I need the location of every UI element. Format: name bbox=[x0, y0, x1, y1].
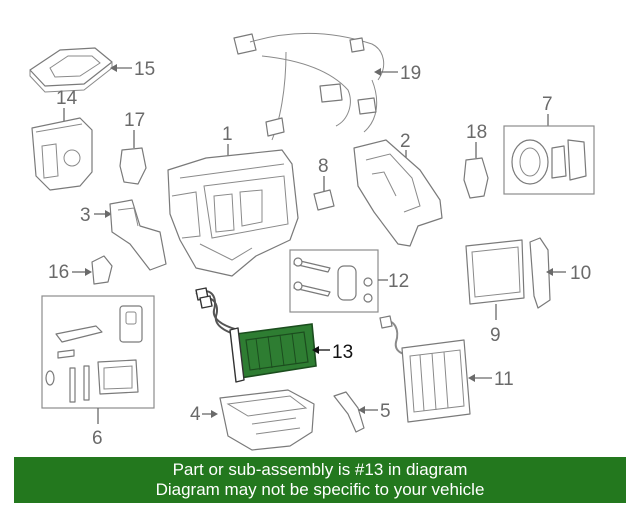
part-8-sensor[interactable] bbox=[313, 189, 335, 211]
part-16-clip[interactable] bbox=[91, 255, 113, 285]
part-6-kit-contents bbox=[45, 305, 143, 403]
callout-9: 9 bbox=[490, 325, 501, 346]
callout-5: 5 bbox=[380, 401, 391, 422]
part-2-housing-half[interactable] bbox=[353, 139, 443, 247]
part-14-housing[interactable] bbox=[31, 117, 93, 191]
callout-14: 14 bbox=[56, 88, 78, 109]
part-1-hvac-housing[interactable] bbox=[167, 149, 299, 277]
callout-8: 8 bbox=[318, 156, 329, 177]
part-7-blower-motor[interactable] bbox=[511, 139, 587, 185]
part-19-wiring-harness[interactable] bbox=[233, 32, 385, 141]
callout-6: 6 bbox=[92, 428, 103, 449]
part-18-filter[interactable] bbox=[463, 157, 489, 199]
callout-7: 7 bbox=[542, 94, 553, 115]
callout-10: 10 bbox=[570, 263, 591, 284]
callout-15: 15 bbox=[134, 59, 155, 80]
part-10-filter-cover[interactable] bbox=[529, 237, 551, 309]
info-banner: Part or sub-assembly is #13 in diagram D… bbox=[14, 457, 626, 503]
part-11-evaporator[interactable] bbox=[379, 315, 471, 423]
banner-line-2: Diagram may not be specific to your vehi… bbox=[155, 480, 485, 499]
callout-3: 3 bbox=[80, 205, 91, 226]
part-12-hardware bbox=[293, 257, 373, 303]
callout-11: 11 bbox=[494, 369, 514, 390]
part-4-lower-housing[interactable] bbox=[219, 389, 315, 451]
part-12-box[interactable] bbox=[289, 249, 379, 313]
callout-4: 4 bbox=[190, 404, 201, 425]
callout-17: 17 bbox=[124, 110, 145, 131]
callout-12: 12 bbox=[388, 271, 409, 292]
part-9-cabin-filter[interactable] bbox=[465, 239, 525, 305]
callout-13: 13 bbox=[332, 342, 353, 363]
banner-line-1: Part or sub-assembly is #13 in diagram bbox=[172, 460, 468, 479]
part-13-heater-core[interactable] bbox=[195, 287, 317, 383]
callout-16: 16 bbox=[48, 262, 69, 283]
callout-2: 2 bbox=[400, 131, 411, 152]
part-5-drain-hose[interactable] bbox=[333, 391, 365, 433]
part-7-box bbox=[503, 125, 595, 195]
callout-18: 18 bbox=[466, 122, 487, 143]
callout-1: 1 bbox=[222, 124, 233, 145]
part-15-filter-frame[interactable] bbox=[29, 47, 113, 93]
part-3-duct[interactable] bbox=[109, 199, 167, 271]
parts-diagram: 15 14 17 3 16 6 bbox=[29, 32, 595, 451]
callout-19: 19 bbox=[400, 63, 421, 84]
part-17-actuator[interactable] bbox=[119, 147, 147, 185]
